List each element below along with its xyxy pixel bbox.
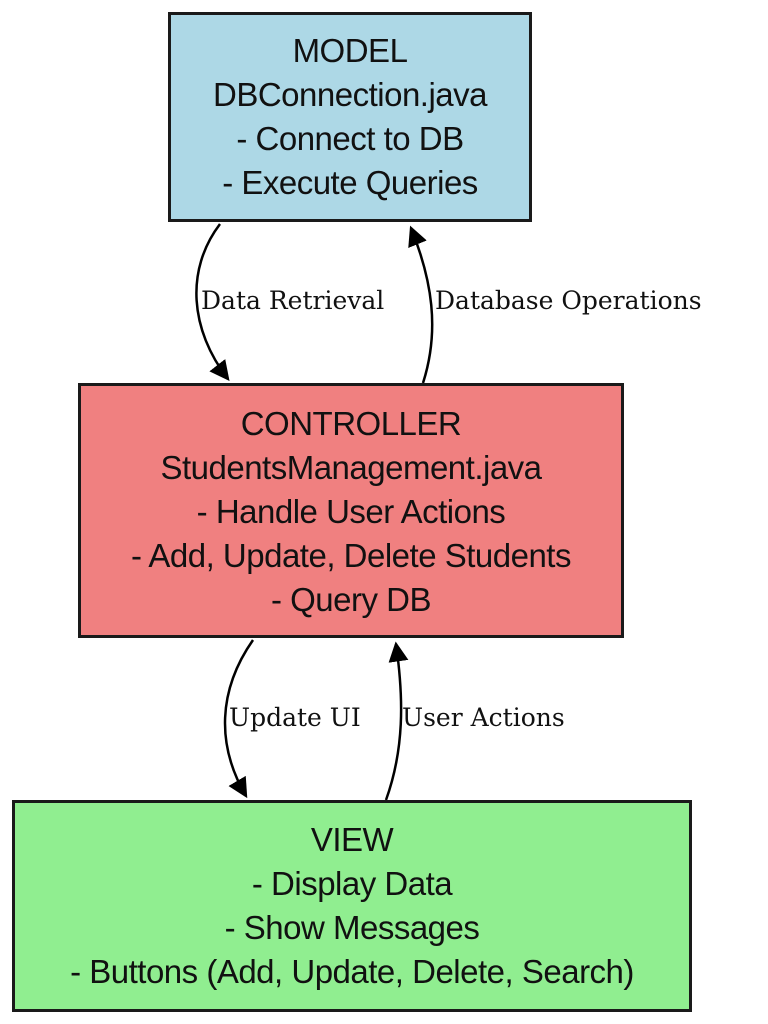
view-item: - Buttons (Add, Update, Delete, Search) <box>70 953 634 990</box>
edge-label-database-operations: Database Operations <box>435 286 702 315</box>
controller-file: StudentsManagement.java <box>160 448 542 486</box>
edge-update-ui <box>223 639 255 799</box>
view-item: - Show Messages <box>224 909 480 946</box>
controller-title: CONTROLLER <box>240 404 462 442</box>
model-title: MODEL <box>292 32 408 69</box>
controller-node: CONTROLLER StudentsManagement.java - Han… <box>78 383 624 638</box>
controller-item: - Handle User Actions <box>196 492 506 530</box>
view-node: VIEW - Display Data - Show Messages - Bu… <box>12 800 692 1012</box>
model-item: - Connect to DB <box>236 120 464 157</box>
edge-label-user-actions: User Actions <box>402 703 565 732</box>
model-node: MODEL DBConnection.java - Connect to DB … <box>168 12 532 222</box>
edge-user-actions <box>384 641 409 801</box>
controller-item: - Add, Update, Delete Students <box>131 536 571 574</box>
controller-item: - Query DB <box>270 580 432 618</box>
view-title: VIEW <box>310 821 394 858</box>
view-item: - Display Data <box>251 865 453 902</box>
edge-label-data-retrieval: Data Retrieval <box>201 286 385 315</box>
edge-database-operations <box>408 225 434 384</box>
model-item: - Execute Queries <box>222 164 478 201</box>
edge-label-update-ui: Update UI <box>229 703 361 732</box>
model-file: DBConnection.java <box>213 76 488 113</box>
edge-data-retrieval <box>195 223 230 381</box>
